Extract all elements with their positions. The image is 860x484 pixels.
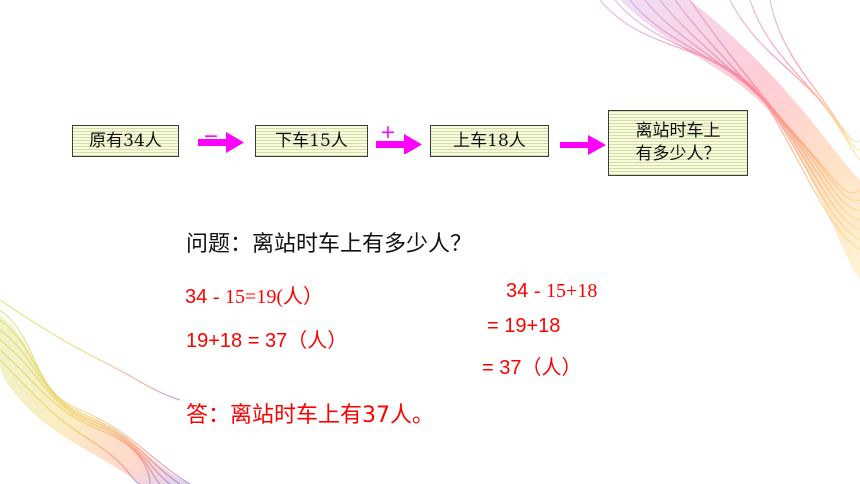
flow-box-original-text: 原有34人	[89, 130, 162, 151]
flow-box-question-line2: 有多少人？	[635, 144, 721, 164]
method2-line1: 34 - 15+18	[506, 280, 597, 303]
flow-box-got-off: 下车15人	[255, 125, 368, 157]
method2-line1-minus: -	[533, 280, 541, 302]
flow-box-original: 原有34人	[72, 125, 179, 157]
arrow-right-icon	[198, 132, 244, 153]
method2-line2: = 19+18	[487, 315, 561, 337]
method2-line1-a: 34	[506, 280, 529, 302]
flow-box-question-line1: 离站时车上	[635, 121, 721, 142]
method2-line3: = 37（人）	[482, 357, 582, 379]
method1-line1-a: 34	[185, 286, 208, 308]
question-text: 问题：离站时车上有多少人？	[186, 232, 473, 257]
flow-box-question: 离站时车上 有多少人？	[608, 110, 748, 176]
arrow-right-icon	[376, 134, 422, 154]
method1-line2: 19+18 = 37（人）	[186, 330, 348, 352]
minus-operator: −	[203, 125, 219, 147]
method2-line1-c: 15+18	[546, 280, 598, 302]
flow-box-got-off-text: 下车15人	[275, 130, 348, 151]
method1-line1-c: 15=19(人）	[225, 286, 323, 308]
method1-line1-minus: -	[212, 286, 220, 308]
arrow-right-icon	[560, 135, 606, 155]
method1-line1: 34 - 15=19(人）	[185, 280, 323, 309]
decorative-ribbon-bottom-left	[0, 300, 191, 484]
flow-box-got-on-text: 上车18人	[453, 130, 526, 151]
answer-text: 答：离站时车上有37人。	[186, 403, 434, 428]
plus-operator: +	[380, 121, 396, 143]
flow-box-got-on: 上车18人	[430, 125, 549, 157]
